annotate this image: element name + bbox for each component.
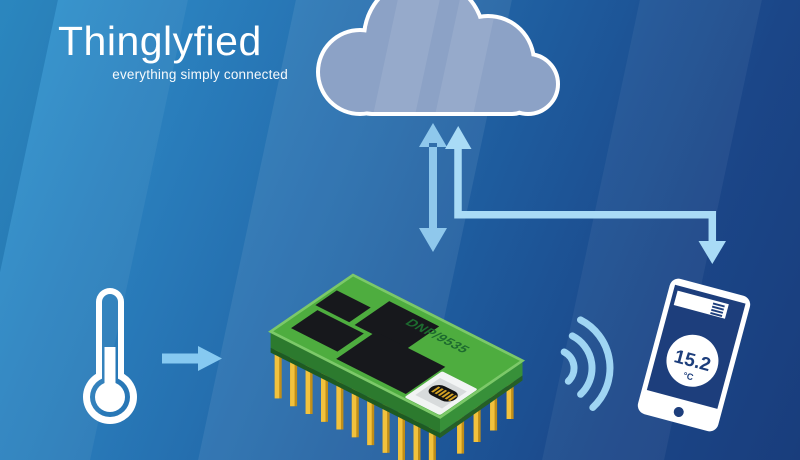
temperature-unit: °C [682, 370, 695, 382]
smartphone-icon: 15.2 °C [637, 278, 751, 432]
ic-chips [291, 290, 446, 395]
brand-name: Thinglyfied [58, 18, 262, 64]
board-side-left [270, 331, 440, 433]
chip-pins [274, 348, 514, 460]
sensor-to-chip-arrow [162, 346, 222, 371]
cloud-chip-sync-arrow [419, 123, 447, 252]
cloud-to-phone-arrow [445, 126, 726, 264]
brand-logo: Thinglyfied everything simply connected [58, 18, 290, 83]
home-button [673, 406, 684, 417]
chip-module-illustration: DNP/9535 [268, 273, 526, 460]
hamburger-menu-icon [710, 302, 725, 317]
thermometer-icon [60, 270, 170, 445]
cloud-icon [316, 0, 560, 116]
temperature-display [666, 334, 719, 387]
brand-tagline: everything simply connected [112, 67, 288, 83]
wifi-signal-icon [560, 316, 614, 411]
board-side-right [440, 360, 523, 433]
board-connector [405, 371, 477, 415]
